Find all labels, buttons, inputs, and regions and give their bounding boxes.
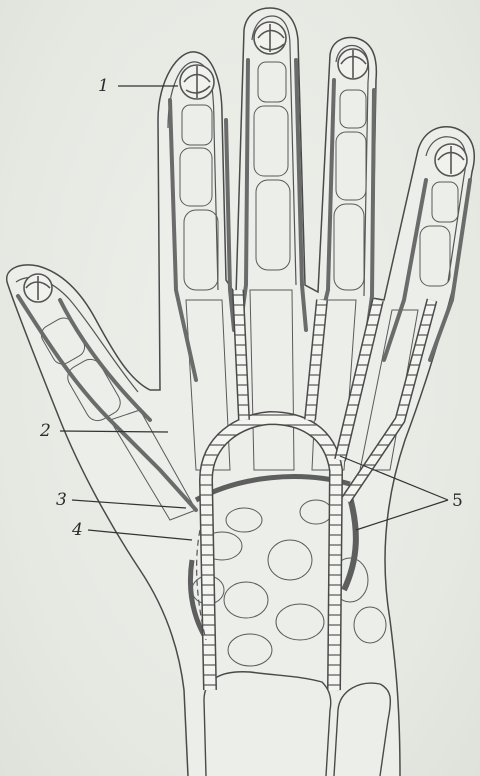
callout-2: 2 [40,423,51,440]
callout-5: 5 [452,493,463,510]
callout-1: 1 [98,78,109,95]
callout-3: 3 [56,492,67,509]
callout-4: 4 [72,522,83,539]
